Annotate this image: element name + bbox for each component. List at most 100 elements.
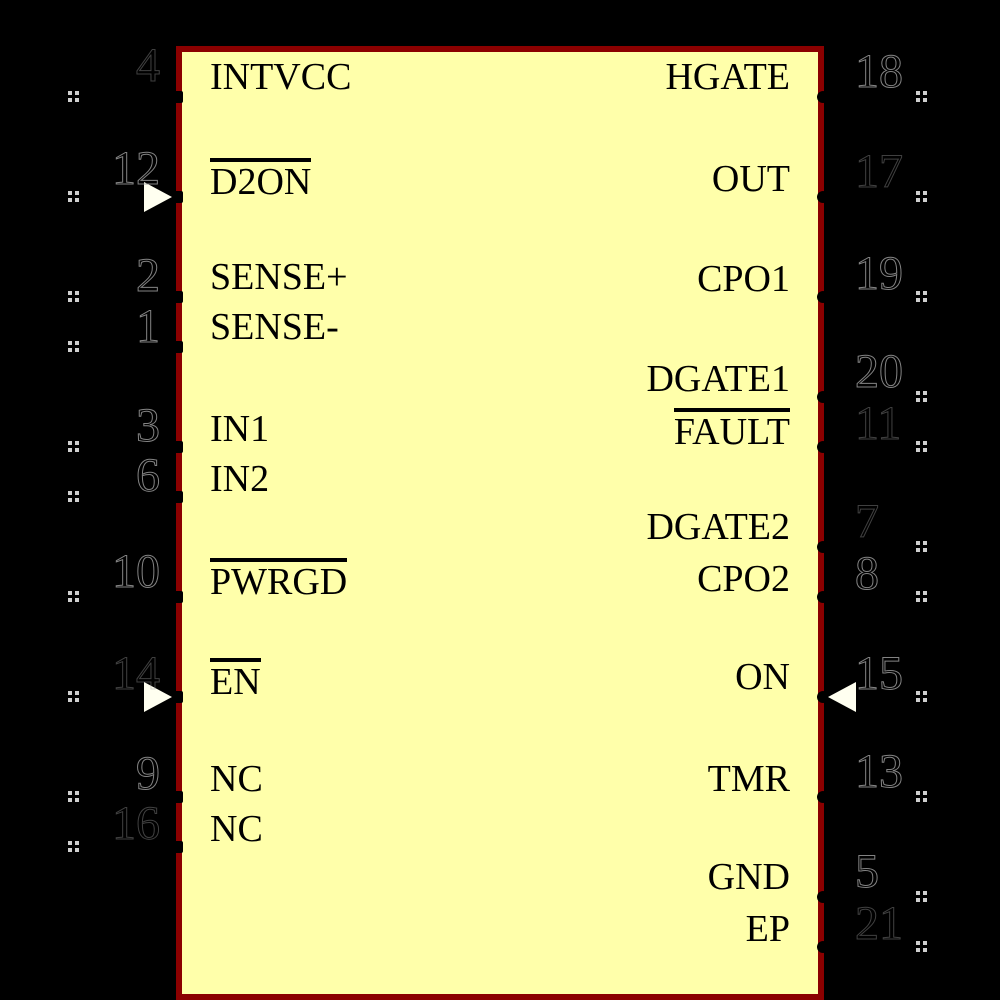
- pin-dot-marker-icon: [916, 591, 927, 602]
- pin-dot-marker-icon: [916, 891, 927, 902]
- pin-label-ep: EP: [0, 910, 790, 948]
- pin-stub-en[interactable]: [170, 691, 183, 703]
- pin-dot-marker-icon: [916, 541, 927, 552]
- pin-number: 16: [112, 797, 161, 850]
- pin-stub-on[interactable]: [817, 691, 829, 703]
- input-arrow-icon-en: [144, 682, 172, 712]
- pin-label-d2on: D2ON: [210, 158, 312, 201]
- pin-stub-ep[interactable]: [817, 941, 829, 953]
- pin-label-text: IN2: [210, 458, 270, 500]
- pin-label-text: DGATE1: [646, 358, 790, 400]
- pin-label-text: DGATE2: [646, 506, 790, 548]
- pin-stub-nc[interactable]: [170, 791, 183, 803]
- pin-dot-marker-icon: [916, 941, 927, 952]
- pin-label-text: GND: [707, 856, 790, 898]
- pin-label-text: HGATE: [665, 56, 790, 98]
- pin-number: 1: [136, 300, 161, 353]
- pin-stub-hgate[interactable]: [817, 91, 829, 103]
- pin-dot-marker-icon: [68, 191, 79, 202]
- pin-dot-marker-icon: [916, 791, 927, 802]
- pin-number: 18: [855, 45, 904, 98]
- pin-stub-nc[interactable]: [170, 841, 183, 853]
- pin-stub-sense-[interactable]: [170, 291, 183, 303]
- input-arrow-icon-d2on: [144, 182, 172, 212]
- pin-label-text: ON: [735, 656, 790, 698]
- pin-label-dgate2: DGATE2: [0, 508, 790, 546]
- pin-stub-fault[interactable]: [817, 441, 829, 453]
- pin-number: 19: [855, 247, 904, 300]
- pin-stub-in2[interactable]: [170, 491, 183, 503]
- pin-stub-sense-[interactable]: [170, 341, 183, 353]
- pin-number: 20: [855, 345, 904, 398]
- pin-label-text: FAULT: [673, 408, 790, 451]
- pin-label-hgate: HGATE: [0, 58, 790, 96]
- pin-dot-marker-icon: [916, 441, 927, 452]
- pin-label-sense-: SENSE-: [210, 308, 339, 346]
- ic-body-rectangle: [176, 46, 824, 1000]
- pin-label-fault: FAULT: [0, 408, 790, 451]
- pin-label-text: INTVCC: [210, 56, 352, 98]
- pin-stub-dgate2[interactable]: [817, 541, 829, 553]
- pin-number: 17: [855, 145, 904, 198]
- pin-dot-marker-icon: [68, 591, 79, 602]
- pin-number: 6: [136, 449, 161, 502]
- pin-dot-marker-icon: [68, 91, 79, 102]
- pin-dot-marker-icon: [68, 791, 79, 802]
- pin-label-on: ON: [0, 658, 790, 696]
- pin-number: 21: [855, 897, 904, 950]
- pin-label-text: OUT: [711, 158, 790, 200]
- pin-label-text: CPO2: [697, 558, 790, 600]
- pin-stub-tmr[interactable]: [817, 791, 829, 803]
- pin-label-cpo2: CPO2: [0, 560, 790, 598]
- pin-label-intvcc: INTVCC: [210, 58, 351, 96]
- pin-dot-marker-icon: [916, 191, 927, 202]
- input-arrow-icon-on: [828, 682, 856, 712]
- pin-number: 11: [855, 397, 902, 450]
- pin-label-sense-: SENSE+: [210, 258, 348, 296]
- pin-number: 10: [112, 545, 161, 598]
- pin-stub-out[interactable]: [817, 191, 829, 203]
- pin-dot-marker-icon: [916, 691, 927, 702]
- pin-label-text: CPO1: [697, 258, 790, 300]
- pin-label-text: PWRGD: [210, 558, 348, 601]
- pin-number: 14: [112, 647, 161, 700]
- pin-number: 2: [136, 249, 161, 302]
- pin-number: 9: [136, 747, 161, 800]
- pin-stub-cpo1[interactable]: [817, 291, 829, 303]
- pin-dot-marker-icon: [916, 91, 927, 102]
- pin-label-in2: IN2: [210, 460, 269, 498]
- pin-stub-gnd[interactable]: [817, 891, 829, 903]
- pin-label-text: NC: [210, 758, 263, 800]
- pin-stub-in1[interactable]: [170, 441, 183, 453]
- pin-stub-pwrgd[interactable]: [170, 591, 183, 603]
- pin-label-gnd: GND: [0, 858, 790, 896]
- pin-dot-marker-icon: [68, 491, 79, 502]
- pin-label-text: TMR: [707, 758, 790, 800]
- pin-stub-intvcc[interactable]: [170, 91, 183, 103]
- pin-label-en: EN: [210, 658, 261, 701]
- pin-dot-marker-icon: [916, 291, 927, 302]
- pin-label-out: OUT: [0, 160, 790, 198]
- pin-number: 7: [855, 495, 880, 548]
- pin-label-text: SENSE+: [210, 256, 348, 298]
- pin-label-text: D2ON: [210, 158, 312, 201]
- pin-number: 3: [136, 399, 161, 452]
- pin-label-cpo1: CPO1: [0, 260, 790, 298]
- pin-number: 5: [855, 845, 880, 898]
- pin-label-text: IN1: [210, 408, 270, 450]
- pin-number: 15: [855, 647, 904, 700]
- pin-label-text: EP: [745, 908, 790, 950]
- pin-label-nc: NC: [210, 810, 263, 848]
- pin-dot-marker-icon: [916, 391, 927, 402]
- pin-stub-dgate1[interactable]: [817, 391, 829, 403]
- pin-number: 8: [855, 547, 880, 600]
- pin-stub-d2on[interactable]: [170, 191, 183, 203]
- pin-dot-marker-icon: [68, 341, 79, 352]
- pin-stub-cpo2[interactable]: [817, 591, 829, 603]
- pin-label-dgate1: DGATE1: [0, 360, 790, 398]
- pin-label-text: EN: [210, 658, 261, 701]
- pin-dot-marker-icon: [68, 841, 79, 852]
- pin-label-nc: NC: [210, 760, 263, 798]
- pin-label-text: NC: [210, 808, 263, 850]
